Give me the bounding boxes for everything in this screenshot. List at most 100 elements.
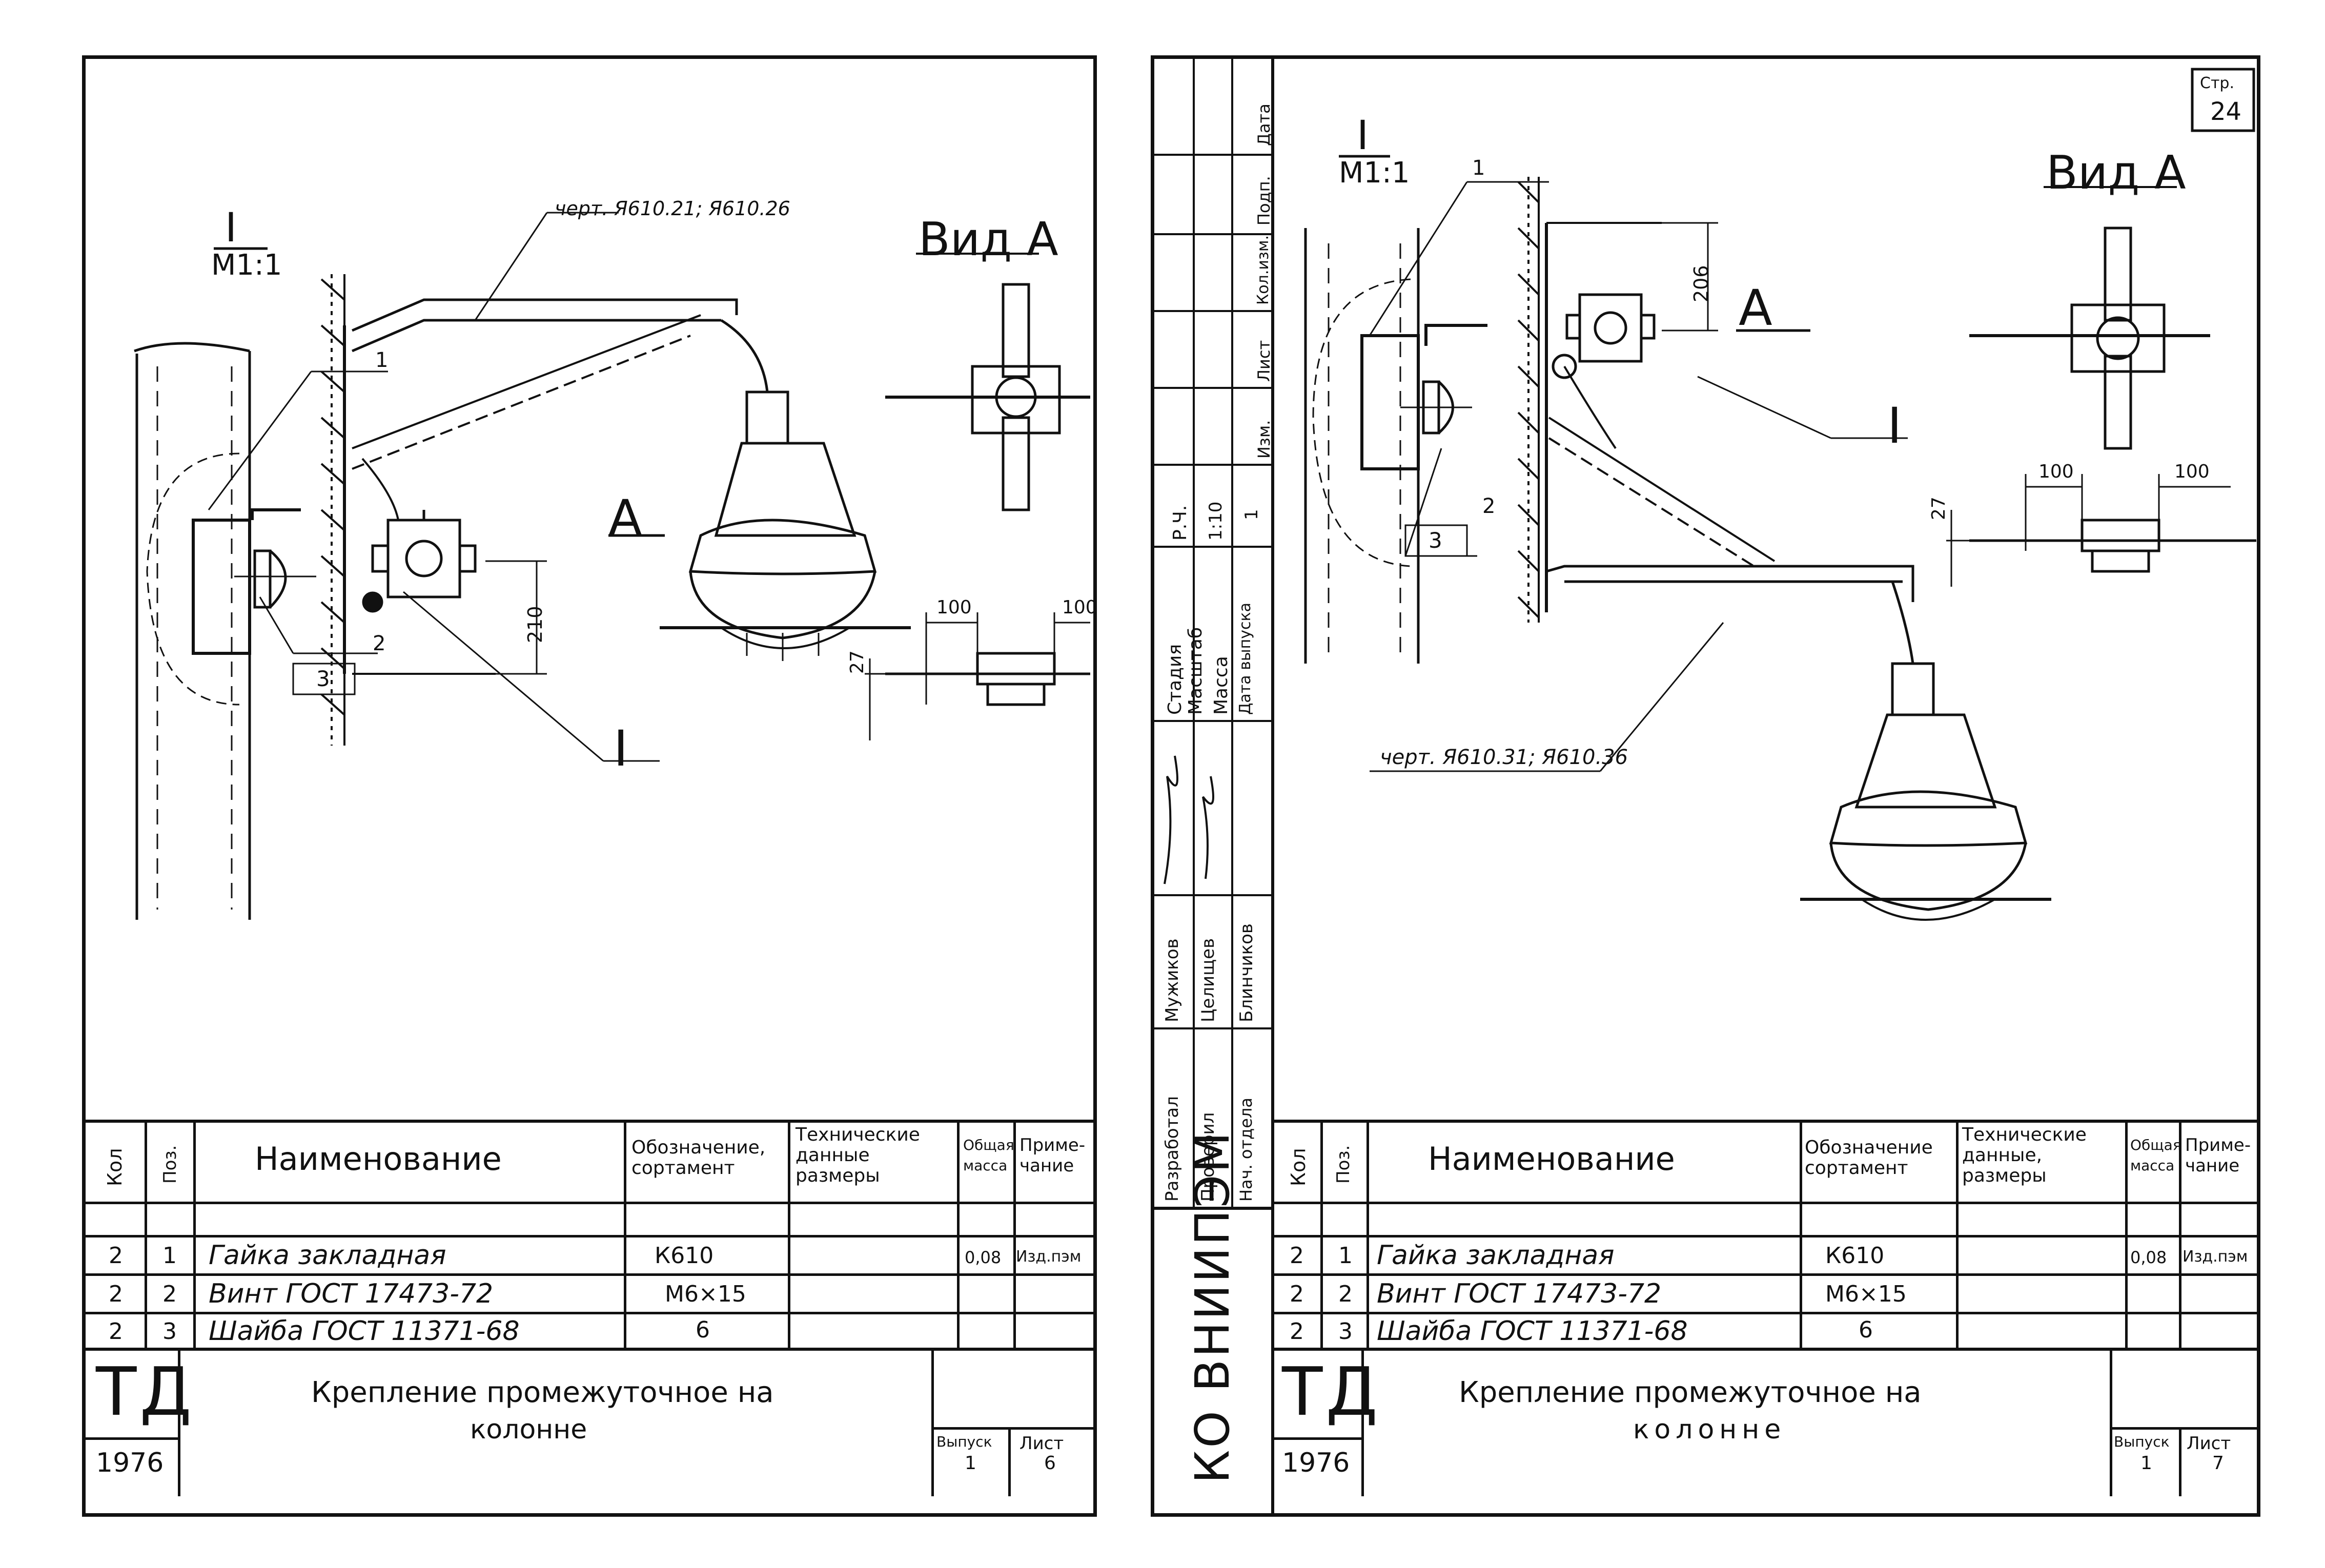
row-1-name-right: Гайка закладная (1377, 1240, 1615, 1271)
header-mass-right: Общая масса (2130, 1137, 2181, 1174)
header-mass: Общая масса (963, 1137, 1014, 1174)
row-2-pos: 2 (162, 1281, 177, 1307)
signatures (1164, 755, 1214, 884)
td-logo: ТД (96, 1353, 195, 1431)
header-pos-right: Поз. (1333, 1145, 1354, 1184)
side-stamp: Дата Подп. Кол.изм. Лист Изм. Р.Ч. 1:10 … (1154, 59, 1274, 1513)
wall-hatching-right (1517, 177, 1540, 623)
callout-section-label-right: I (1887, 397, 1902, 455)
title-line-2: колонне (470, 1414, 587, 1445)
drawing-sheet-right: Дата Подп. Кол.изм. Лист Изм. Р.Ч. 1:10 … (1151, 55, 2260, 1517)
row-1-note-right: Изд.пэм (2183, 1248, 2248, 1266)
row-3-pos-right: 3 (1338, 1318, 1353, 1345)
title-line-1: Крепление промежуточное на (311, 1376, 774, 1409)
row-1-designation: К610 (655, 1243, 714, 1269)
row-3-qty: 2 (109, 1318, 123, 1345)
page-label: Стр. (2200, 74, 2235, 92)
issue-label-right: Выпуск (2114, 1433, 2170, 1450)
dimension-left-right: 100 (2038, 461, 2074, 482)
dimension-height-right: 27 (1928, 497, 1949, 520)
page-number: 24 (2210, 97, 2242, 126)
header-name-right: Наименование (1428, 1140, 1675, 1178)
row-2-designation-right: М6×15 (1825, 1281, 1907, 1307)
dimension-height: 27 (847, 650, 868, 674)
spec-table-right: Кол Поз. Наименование Обозначение сортам… (1274, 1120, 2257, 1496)
dimension-210-lines (403, 560, 660, 762)
dimension-left: 100 (936, 597, 972, 618)
junction-box (362, 510, 477, 613)
issue-label: Выпуск (936, 1433, 992, 1450)
drawing-reference: черт. Я610.21; Я610.26 (555, 197, 790, 220)
view-arrow-label-right: А (1739, 279, 1772, 337)
lamp-bracket-drawing-left (134, 212, 1090, 920)
position-label-1: 1 (375, 348, 389, 372)
header-designation-right: Обозначение сортамент (1805, 1137, 1933, 1179)
row-3-designation: 6 (696, 1317, 710, 1343)
row-1-mass-right: 0,08 (2130, 1248, 2167, 1267)
header-note: Приме- чание (1019, 1135, 1086, 1176)
sheet-label: Лист (1019, 1433, 1064, 1454)
section-mark: I (225, 205, 237, 251)
row-3-qty-right: 2 (1290, 1318, 1304, 1345)
view-title: Вид А (919, 213, 1058, 266)
column-section-view-right (1304, 228, 1487, 664)
lamp-fixture-right (1800, 662, 2051, 921)
row-1-note: Изд.пэм (1016, 1248, 1082, 1266)
view-arrow-label: А (608, 489, 642, 547)
row-3-name-right: Шайба ГОСТ 11371-68 (1377, 1316, 1688, 1347)
dimension-vertical-right: 206 (1690, 265, 1712, 302)
bracket-arm-right (1545, 222, 1914, 664)
year: 1976 (96, 1448, 164, 1478)
header-qty: Кол (104, 1148, 126, 1186)
bracket-arm (343, 298, 769, 675)
callout-section-label: I (614, 720, 628, 777)
row-2-pos-right: 2 (1338, 1281, 1353, 1307)
row-3-name: Шайба ГОСТ 11371-68 (209, 1316, 520, 1347)
position-label-2-right: 2 (1482, 494, 1496, 518)
dimension-right-right: 100 (2174, 461, 2210, 482)
title-line-2-right: колонне (1633, 1414, 1786, 1445)
td-logo-right: ТД (1282, 1353, 1381, 1431)
drawing-sheet-left: I М1:1 черт. Я610.21; Я610.26 Вид А А I … (82, 55, 1097, 1517)
dimension-right: 100 (1062, 597, 1097, 618)
sheet-label-right: Лист (2187, 1433, 2231, 1454)
lamp-fixture (660, 390, 911, 661)
row-1-qty: 2 (109, 1243, 123, 1269)
view-a-drawing-right (1946, 186, 2256, 587)
position-leaders (208, 212, 1039, 695)
position-label-3-right: 3 (1429, 528, 1442, 553)
row-1-name: Гайка закладная (209, 1240, 446, 1271)
header-tech-right: Технические данные, размеры (1962, 1124, 2087, 1186)
junction-box-right (1552, 293, 1656, 379)
header-pos: Поз. (160, 1145, 180, 1184)
row-1-pos: 1 (162, 1243, 177, 1269)
sheet-value-right: 7 (2212, 1453, 2224, 1474)
row-2-name-right: Винт ГОСТ 17473-72 (1377, 1278, 1662, 1309)
section-scale-right: М1:1 (1339, 156, 1410, 190)
header-note-right: Приме- чание (2185, 1135, 2251, 1176)
spec-table: Кол Поз. Наименование Обозначение, сорта… (86, 1120, 1093, 1496)
sheet-value: 6 (1044, 1453, 1056, 1474)
header-name: Наименование (255, 1140, 502, 1178)
header-qty-right: Кол (1287, 1148, 1310, 1186)
row-2-qty-right: 2 (1290, 1281, 1304, 1307)
position-label-1-right: 1 (1472, 156, 1485, 180)
position-label-3: 3 (316, 666, 330, 691)
issue-value: 1 (965, 1453, 976, 1474)
row-1-pos-right: 1 (1338, 1243, 1353, 1269)
position-leaders-right (1339, 155, 1549, 557)
drawing-reference-right: черт. Я610.31; Я610.36 (1380, 746, 1628, 769)
dimension-206-lines (1370, 222, 1908, 772)
lamp-bracket-drawing-right (1304, 68, 2256, 921)
section-mark-right: I (1357, 113, 1369, 159)
row-1-qty-right: 2 (1290, 1243, 1304, 1269)
header-tech: Технические данные размеры (796, 1124, 920, 1186)
row-1-mass: 0,08 (965, 1248, 1002, 1267)
issue-value-right: 1 (2140, 1453, 2152, 1474)
row-1-designation-right: К610 (1825, 1243, 1885, 1269)
title-line-1-right: Крепление промежуточное на (1459, 1376, 1922, 1409)
column-section-view (134, 342, 316, 920)
header-designation: Обозначение, сортамент (631, 1137, 766, 1179)
section-scale: М1:1 (211, 249, 282, 282)
row-2-name: Винт ГОСТ 17473-72 (209, 1278, 494, 1309)
